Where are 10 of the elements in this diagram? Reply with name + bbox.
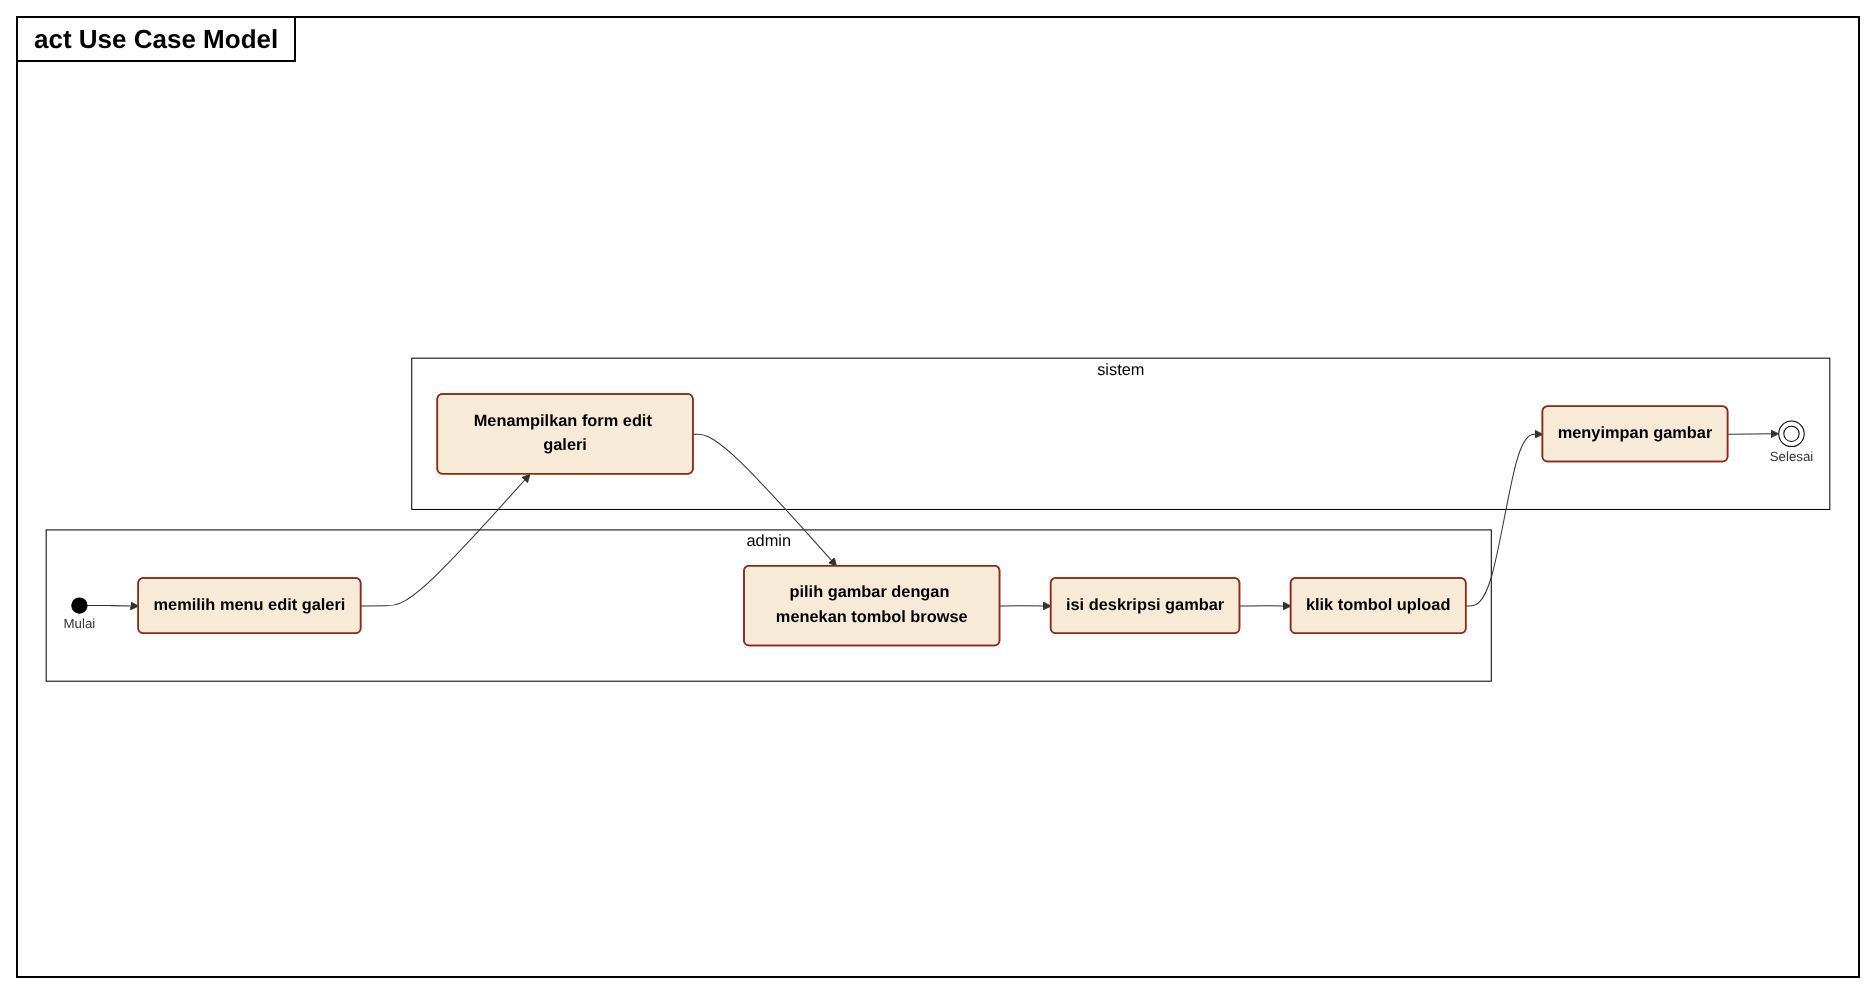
arrow bbox=[999, 600, 1052, 610]
node-circle bbox=[1778, 419, 1805, 447]
arrow bbox=[86, 600, 140, 610]
arrow bbox=[1727, 428, 1780, 438]
node-circle bbox=[71, 596, 88, 614]
frame-title: act Use Case Model bbox=[18, 18, 297, 62]
arrow bbox=[1465, 429, 1544, 606]
arrow bbox=[692, 433, 838, 566]
arrow bbox=[360, 473, 531, 606]
arrow bbox=[1239, 600, 1292, 610]
